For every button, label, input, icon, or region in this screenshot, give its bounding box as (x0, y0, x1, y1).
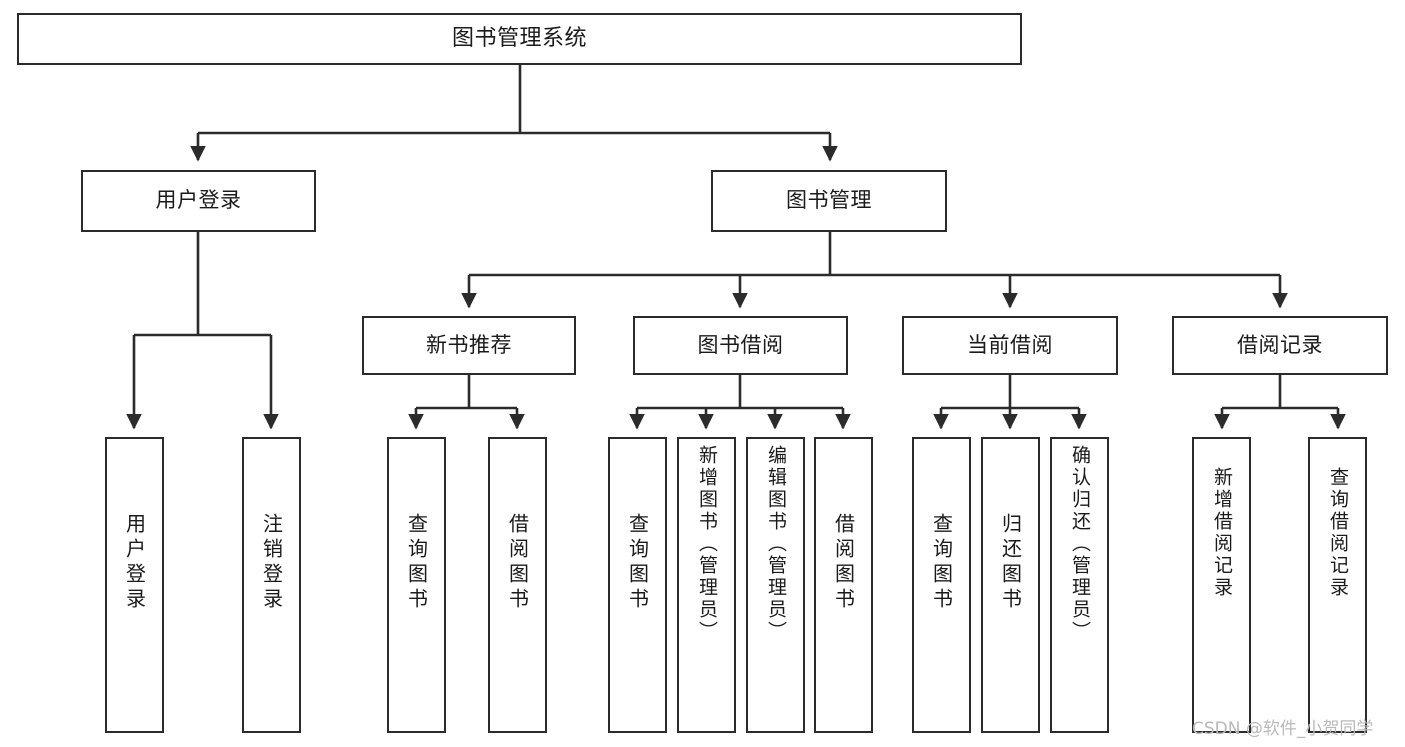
node-leaf-query-book-2[interactable]: 查询图书 (608, 437, 667, 733)
node-leaf-edit-book[interactable]: 编辑图书（管理员） (746, 437, 805, 733)
node-leaf-confirm-return[interactable]: 确认归还（管理员） (1050, 437, 1109, 733)
node-label: 查询借阅记录 (1327, 467, 1349, 599)
node-borrow-record[interactable]: 借阅记录 (1172, 316, 1388, 375)
node-label: 借阅图书 (831, 513, 856, 613)
connector-book-manage-to-level3 (461, 232, 1288, 309)
node-label: 编辑图书（管理员） (765, 445, 787, 643)
connector-new-book-recommend-to-leaves (408, 375, 525, 430)
connector-book-borrow-to-leaves (629, 375, 851, 430)
node-label: 查询图书 (929, 513, 954, 613)
node-current-borrow[interactable]: 当前借阅 (902, 316, 1118, 375)
node-new-book-recommend[interactable]: 新书推荐 (362, 316, 576, 375)
node-leaf-borrow-book-1[interactable]: 借阅图书 (488, 437, 547, 733)
connector-root-to-level2 (190, 65, 838, 162)
node-leaf-add-book[interactable]: 新增图书（管理员） (677, 437, 736, 733)
node-label: 图书借阅 (697, 332, 784, 357)
node-root-book-management-system[interactable]: 图书管理系统 (17, 13, 1022, 65)
node-leaf-query-borrow-record[interactable]: 查询借阅记录 (1308, 437, 1367, 733)
node-label: 新增借阅记录 (1211, 467, 1233, 599)
node-label: 用户登录 (155, 188, 242, 213)
node-label: 注销登录 (259, 513, 284, 613)
node-label: 新书推荐 (426, 332, 512, 357)
node-label: 用户登录 (122, 513, 147, 613)
node-label: 新增图书（管理员） (696, 445, 718, 643)
node-label: 归还图书 (998, 513, 1023, 613)
node-label: 图书管理系统 (451, 25, 587, 51)
node-leaf-query-book-3[interactable]: 查询图书 (912, 437, 971, 733)
node-book-borrow[interactable]: 图书借阅 (633, 316, 848, 375)
node-label: 图书管理 (786, 188, 872, 213)
node-label: 当前借阅 (967, 332, 1053, 357)
connector-current-borrow-to-leaves (933, 375, 1087, 430)
connector-borrow-record-to-leaves (1214, 375, 1346, 430)
node-label: 借阅记录 (1237, 332, 1323, 357)
node-label: 查询图书 (404, 513, 429, 613)
node-leaf-add-borrow-record[interactable]: 新增借阅记录 (1192, 437, 1251, 733)
node-label: 查询图书 (625, 513, 650, 613)
node-leaf-query-book-1[interactable]: 查询图书 (387, 437, 446, 733)
node-leaf-user-login[interactable]: 用户登录 (105, 437, 164, 733)
node-leaf-logout-login[interactable]: 注销登录 (242, 437, 301, 733)
node-user-login[interactable]: 用户登录 (81, 170, 316, 232)
node-book-manage[interactable]: 图书管理 (711, 170, 947, 232)
node-leaf-borrow-book-2[interactable]: 借阅图书 (814, 437, 873, 733)
node-label: 借阅图书 (505, 513, 530, 613)
node-label: 确认归还（管理员） (1069, 445, 1091, 643)
connector-user-login-to-leaves (126, 232, 279, 430)
node-leaf-return-book[interactable]: 归还图书 (981, 437, 1040, 733)
